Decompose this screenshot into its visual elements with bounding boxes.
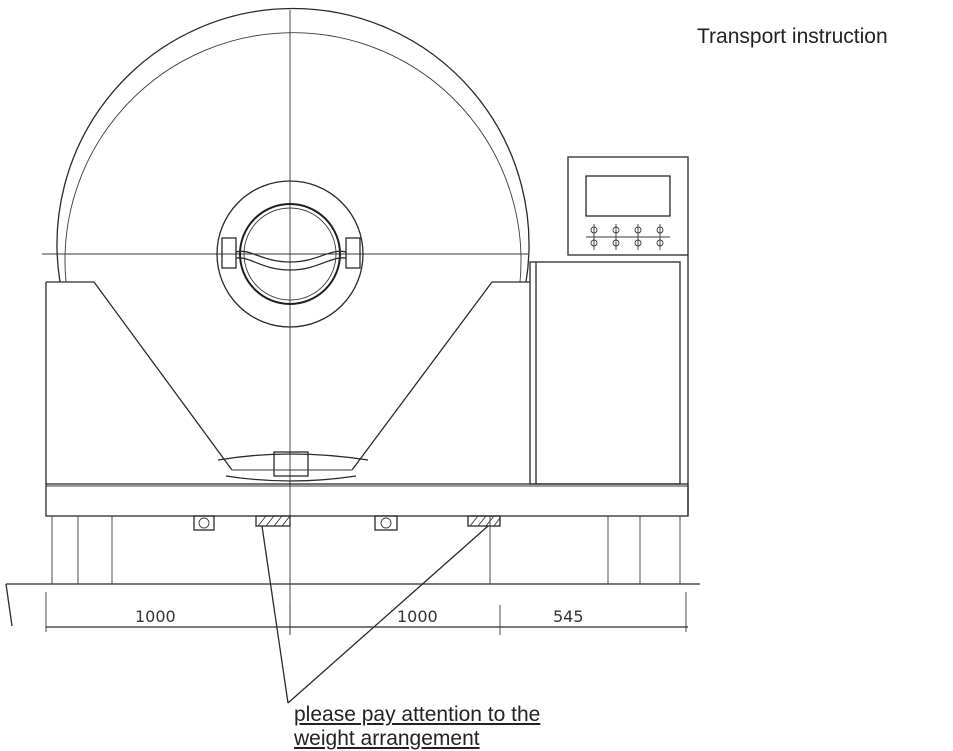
control-panel (567, 156, 689, 256)
weight-note-line-1: please pay attention to the (294, 703, 541, 726)
supports (51, 516, 681, 584)
page-title: Transport instruction (697, 25, 888, 48)
drum (56, 7, 530, 283)
dimension-label-1: 1000 (135, 607, 176, 626)
weight-note-line-2: weight arrangement (294, 727, 480, 750)
dimension-label-3: 545 (553, 607, 584, 626)
dimension-label-2: 1000 (397, 607, 438, 626)
door-assembly (216, 180, 364, 328)
bearing-left (193, 515, 215, 531)
bearing-right (374, 515, 398, 531)
ground-beam (5, 583, 700, 632)
weight-pad-left (255, 515, 291, 527)
base-plate (45, 483, 689, 517)
weight-note: please pay attention to the weight arran… (294, 703, 540, 751)
dimension-line: 1000 1000 545 (46, 605, 688, 635)
side-cabinet (529, 255, 689, 516)
weight-pad-right (467, 515, 501, 527)
leader-lines (261, 525, 489, 704)
machine-body (45, 281, 530, 484)
